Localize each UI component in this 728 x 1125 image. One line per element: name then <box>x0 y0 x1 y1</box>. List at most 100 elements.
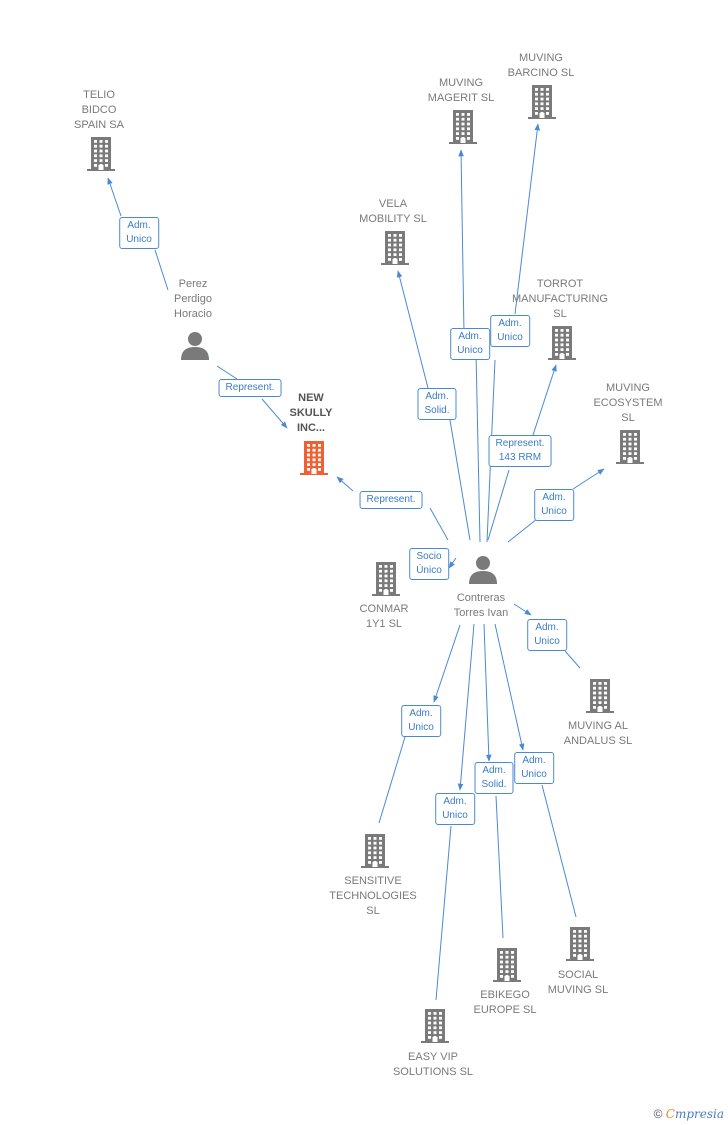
relation-label-barcino[interactable]: Adm. Unico <box>490 315 530 347</box>
edge-segment <box>494 623 525 751</box>
person-icon[interactable] <box>467 555 499 590</box>
relation-label-line: Adm. <box>425 391 449 402</box>
edge-segment <box>541 784 577 918</box>
node-label-line: EASY VIP <box>408 1051 458 1063</box>
node-label-conmar[interactable]: CONMAR 1Y1 SL <box>360 602 409 632</box>
building-icon[interactable] <box>369 561 403 602</box>
edge-segment <box>532 364 557 436</box>
edge-segment <box>433 624 461 703</box>
node-label-line: MUVING <box>605 382 650 394</box>
brand-name: mpresia <box>674 1107 724 1121</box>
building-icon[interactable] <box>358 833 392 874</box>
edge-segment <box>572 468 605 490</box>
building-icon[interactable] <box>525 84 559 125</box>
node-label-line: ECOSYSTEM <box>593 397 663 409</box>
edge-segment <box>336 476 354 492</box>
relation-label-line: Unico <box>534 636 560 647</box>
edge-segment <box>564 650 581 669</box>
node-label-line: NEW <box>298 392 324 404</box>
relation-label-line: Solid. <box>424 405 450 416</box>
relation-label-vela[interactable]: Adm. Solid. <box>417 388 457 420</box>
edge-segment <box>449 419 471 541</box>
relation-label-line: Represent. <box>495 438 545 449</box>
building-icon[interactable] <box>418 1008 452 1049</box>
node-label-easyvip[interactable]: EASY VIP SOLUTIONS SL <box>393 1050 473 1080</box>
relation-label-line: Unico <box>521 769 547 780</box>
edge-segment <box>495 795 504 939</box>
relation-label-magerit[interactable]: Adm. Unico <box>450 328 490 360</box>
edge-segment <box>261 398 288 429</box>
relation-label-line: Socio <box>416 551 442 562</box>
relation-label-line: Adm. <box>458 331 482 342</box>
relation-label-ecosystem[interactable]: Adm.Unico <box>534 489 574 521</box>
node-label-line: SPAIN SA <box>74 119 124 131</box>
empresia-brand[interactable]: © Cmpresia <box>654 1107 724 1121</box>
building-icon[interactable] <box>583 678 617 719</box>
node-label-line: CONMAR <box>359 603 409 615</box>
relation-label-andalus[interactable]: Adm. Unico <box>527 619 567 651</box>
node-label-line: SOCIAL <box>557 969 599 981</box>
building-icon[interactable] <box>84 136 118 177</box>
edge-segment <box>487 469 510 541</box>
node-label-line: BARCINO SL <box>507 67 575 79</box>
relation-label-perez[interactable]: Represent. <box>218 379 282 397</box>
node-label-line: SOLUTIONS SL <box>392 1066 474 1078</box>
edge-segment <box>475 351 481 543</box>
building-icon[interactable] <box>613 429 647 470</box>
relation-label-line: Adm. <box>482 765 506 776</box>
node-label-line: SL <box>553 308 567 320</box>
relation-label-line: Unico <box>457 345 483 356</box>
relation-label-telio[interactable]: Adm.Unico <box>119 217 159 249</box>
relation-label-line: Solid. <box>481 779 507 790</box>
node-label-line: MAGERIT SL <box>427 92 495 104</box>
node-label-line: TORROT <box>536 278 584 290</box>
relation-label-line: Adm. <box>498 318 522 329</box>
edge-segment <box>154 249 169 291</box>
relation-label-line: Unico <box>442 810 468 821</box>
relation-label-line: Unico <box>126 234 152 245</box>
edge-segment <box>448 557 457 569</box>
node-label-line: EUROPE SL <box>473 1004 537 1016</box>
node-label-line: EBIKEGO <box>480 989 530 1001</box>
node-label-line: Torres Ivan <box>453 607 509 619</box>
building-icon[interactable] <box>563 926 597 967</box>
building-icon[interactable] <box>490 947 524 988</box>
node-label-line: SKULLY <box>289 407 333 419</box>
relation-label-torrot[interactable]: Represent.143 RRM <box>488 435 552 467</box>
building-icon[interactable] <box>446 109 480 150</box>
node-label-line: VELA <box>378 198 408 210</box>
person-icon[interactable] <box>179 331 211 366</box>
relation-label-sensitive[interactable]: Adm.Unico <box>401 705 441 737</box>
relation-label-newskully[interactable]: Represent. <box>359 491 423 509</box>
relation-label-line: Adm. <box>535 622 559 633</box>
building-icon[interactable] <box>297 440 331 481</box>
edge-segment <box>435 825 452 1001</box>
node-label-line: SENSITIVE <box>344 875 402 887</box>
relation-label-line: Unico <box>497 332 523 343</box>
edge-segment <box>457 623 475 791</box>
relation-label-social[interactable]: Adm.Unico <box>514 752 554 784</box>
node-label-ebikego[interactable]: EBIKEGO EUROPE SL <box>474 988 537 1018</box>
edge-segment <box>107 177 122 217</box>
node-label-line: 1Y1 SL <box>365 618 403 630</box>
relation-label-easyvip[interactable]: Adm.Unico <box>435 793 475 825</box>
node-label-line: Perdigo <box>174 293 212 305</box>
building-icon[interactable] <box>545 325 579 366</box>
node-label-line: Horacio <box>174 308 212 320</box>
relation-label-ebikego[interactable]: Adm. Solid. <box>474 762 514 794</box>
building-icon[interactable] <box>378 230 412 271</box>
